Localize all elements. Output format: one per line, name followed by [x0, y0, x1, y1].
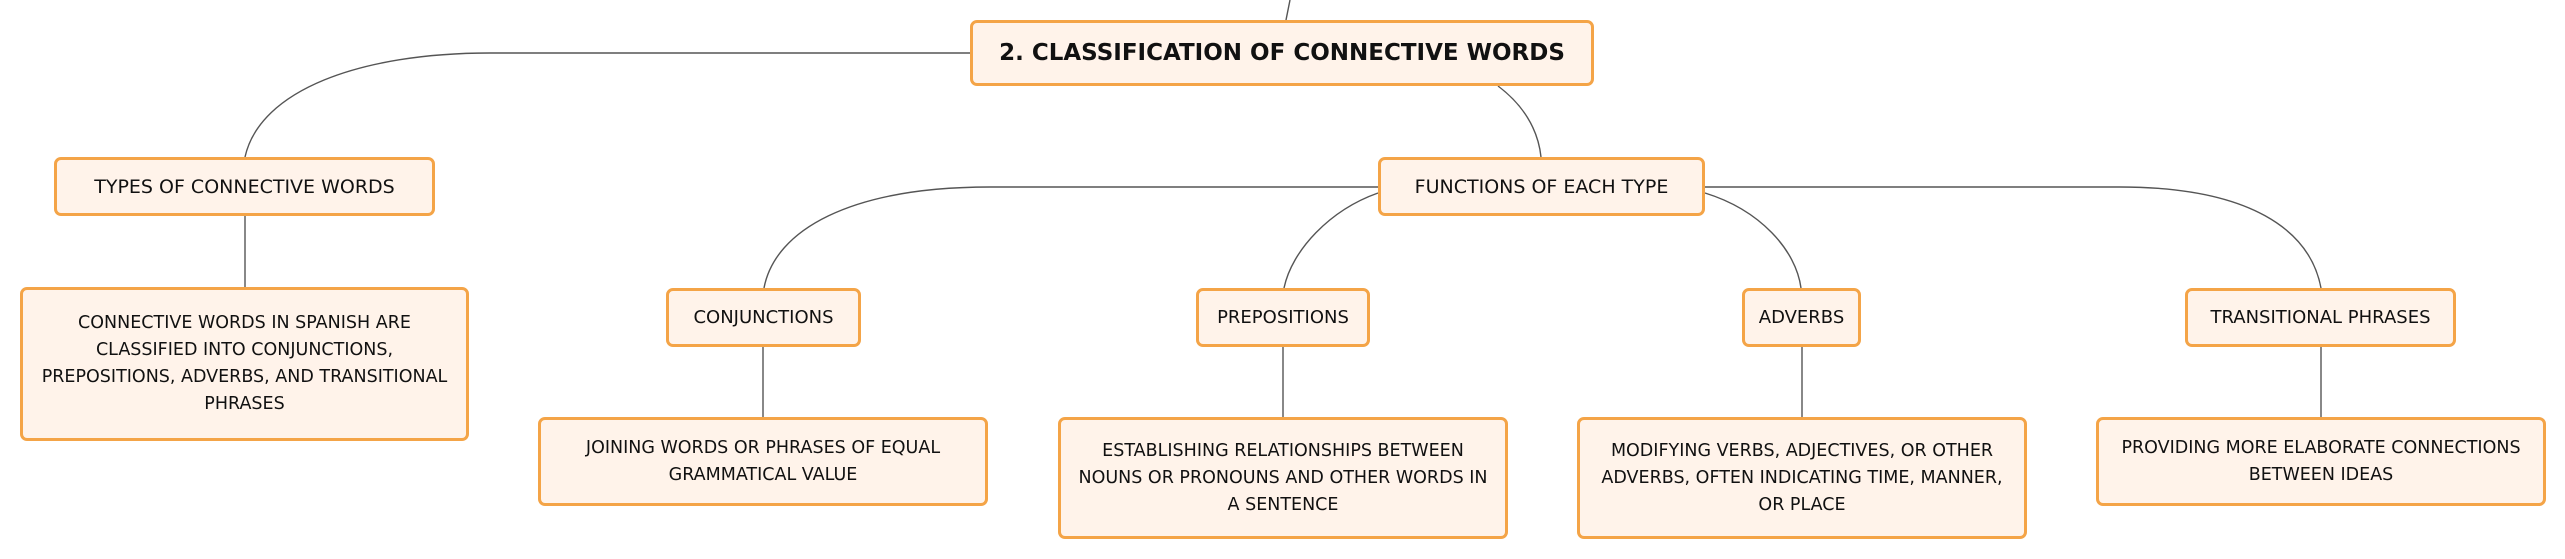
prepositions-node[interactable]: PREPOSITIONS — [1196, 288, 1370, 347]
transitional-phrases-description-node[interactable]: PROVIDING MORE ELABORATE CONNECTIONS BET… — [2096, 417, 2546, 506]
connector-root-to-types — [244, 52, 970, 158]
adverbs-node[interactable]: ADVERBS — [1742, 288, 1861, 347]
connector-functions-to-prepositions — [1283, 192, 1379, 289]
functions-of-each-type-node[interactable]: FUNCTIONS OF EACH TYPE — [1378, 157, 1705, 216]
connector-root-to-functions — [1497, 85, 1542, 158]
conjunctions-description-node[interactable]: JOINING WORDS OR PHRASES OF EQUAL GRAMMA… — [538, 417, 988, 506]
transitional-phrases-node[interactable]: TRANSITIONAL PHRASES — [2185, 288, 2456, 347]
types-description-text: CONNECTIVE WORDS IN SPANISH ARE CLASSIFI… — [41, 313, 448, 414]
prepositions-description-text: ESTABLISHING RELATIONSHIPS BETWEEN NOUNS… — [1078, 440, 1488, 515]
types-of-connective-words-node[interactable]: TYPES OF CONNECTIVE WORDS — [54, 157, 435, 216]
functions-node-label: FUNCTIONS OF EACH TYPE — [1414, 175, 1669, 198]
types-node-label: TYPES OF CONNECTIVE WORDS — [94, 175, 395, 198]
prepositions-description-node[interactable]: ESTABLISHING RELATIONSHIPS BETWEEN NOUNS… — [1058, 417, 1508, 539]
adverbs-description-text: MODIFYING VERBS, ADJECTIVES, OR OTHER AD… — [1601, 440, 2003, 515]
adverbs-description-node[interactable]: MODIFYING VERBS, ADJECTIVES, OR OTHER AD… — [1577, 417, 2027, 539]
transitional-phrases-label: TRANSITIONAL PHRASES — [2210, 307, 2431, 328]
types-description-node[interactable]: CONNECTIVE WORDS IN SPANISH ARE CLASSIFI… — [20, 287, 469, 441]
conjunctions-node[interactable]: CONJUNCTIONS — [666, 288, 861, 347]
connector-functions-to-conjunctions — [763, 186, 1378, 289]
root-node[interactable]: 2. CLASSIFICATION OF CONNECTIVE WORDS — [970, 20, 1594, 86]
transitional-phrases-description-text: PROVIDING MORE ELABORATE CONNECTIONS BET… — [2121, 437, 2521, 485]
prepositions-label: PREPOSITIONS — [1217, 307, 1349, 328]
connector-functions-to-transitional — [1705, 186, 2322, 289]
connector-parent-to-root — [1285, 0, 1291, 21]
root-title: 2. CLASSIFICATION OF CONNECTIVE WORDS — [999, 40, 1565, 66]
conjunctions-label: CONJUNCTIONS — [693, 307, 834, 328]
adverbs-label: ADVERBS — [1758, 307, 1845, 328]
connector-functions-to-adverbs — [1704, 192, 1802, 289]
conjunctions-description-text: JOINING WORDS OR PHRASES OF EQUAL GRAMMA… — [585, 437, 941, 485]
